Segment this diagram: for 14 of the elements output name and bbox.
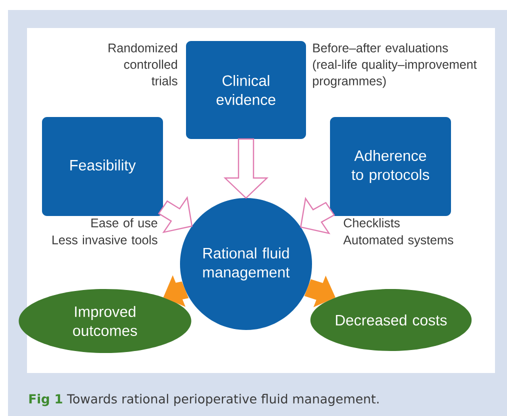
block-arrow — [163, 275, 189, 307]
process-box: Clinical evidence — [186, 41, 306, 139]
figure-caption: Fig 1 Towards rational perioperative fluid management. — [29, 394, 379, 406]
annotation-text: Checklists — [344, 218, 400, 228]
block-arrow — [224, 138, 268, 199]
annotation-text: Randomized controlled trials — [108, 43, 178, 86]
block-arrow — [158, 196, 193, 234]
block-arrow — [304, 276, 336, 308]
annotation-text: Automated systems — [343, 235, 454, 247]
annotation-text: Less invasive tools — [52, 235, 158, 244]
annotation-text: Ease of use — [91, 218, 158, 228]
process-box: Feasibility — [42, 117, 163, 216]
annotation-text: Before–after evaluations (real-life quality–improvement programmes) — [312, 43, 477, 88]
process-box: Adherence to protocols — [330, 117, 451, 216]
